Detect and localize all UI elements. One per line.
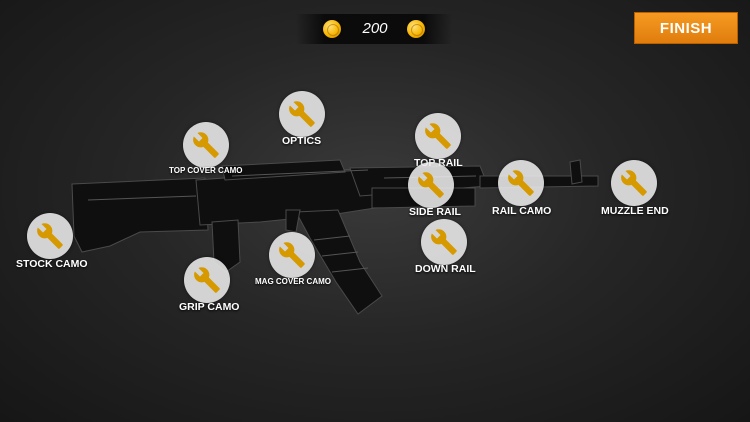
stock-camo-label: STOCK CAMO [16, 258, 88, 270]
coin-counter: 200 [296, 14, 452, 44]
mag-cover-camo-button[interactable] [269, 232, 315, 278]
mag-cover-camo-label: MAG COVER CAMO [255, 277, 331, 286]
wrench-icon [192, 131, 220, 159]
grip-camo-button[interactable] [184, 257, 230, 303]
wrench-icon [417, 171, 445, 199]
rail-camo-label: RAIL CAMO [492, 205, 552, 217]
down-rail-label: DOWN RAIL [415, 263, 476, 275]
wrench-icon [193, 266, 221, 294]
coin-icon [407, 20, 425, 38]
coin-icon [323, 20, 341, 38]
coin-amount: 200 [362, 20, 388, 37]
side-rail-button[interactable] [408, 162, 454, 208]
top-cover-camo-label: TOP COVER CAMO [169, 166, 243, 175]
grip-camo-label: GRIP CAMO [179, 301, 240, 313]
wrench-icon [620, 169, 648, 197]
wrench-icon [36, 222, 64, 250]
top-rail-button[interactable] [415, 113, 461, 159]
finish-button[interactable]: FINISH [634, 12, 738, 44]
muzzle-end-label: MUZZLE END [601, 205, 669, 217]
optics-label: OPTICS [282, 135, 322, 147]
wrench-icon [507, 169, 535, 197]
stock-camo-button[interactable] [27, 213, 73, 259]
optics-button[interactable] [279, 91, 325, 137]
side-rail-label: SIDE RAIL [409, 206, 461, 218]
wrench-icon [424, 122, 452, 150]
wrench-icon [430, 228, 458, 256]
top-cover-camo-button[interactable] [183, 122, 229, 168]
down-rail-button[interactable] [421, 219, 467, 265]
wrench-icon [288, 100, 316, 128]
wrench-icon [278, 241, 306, 269]
muzzle-end-button[interactable] [611, 160, 657, 206]
rail-camo-button[interactable] [498, 160, 544, 206]
